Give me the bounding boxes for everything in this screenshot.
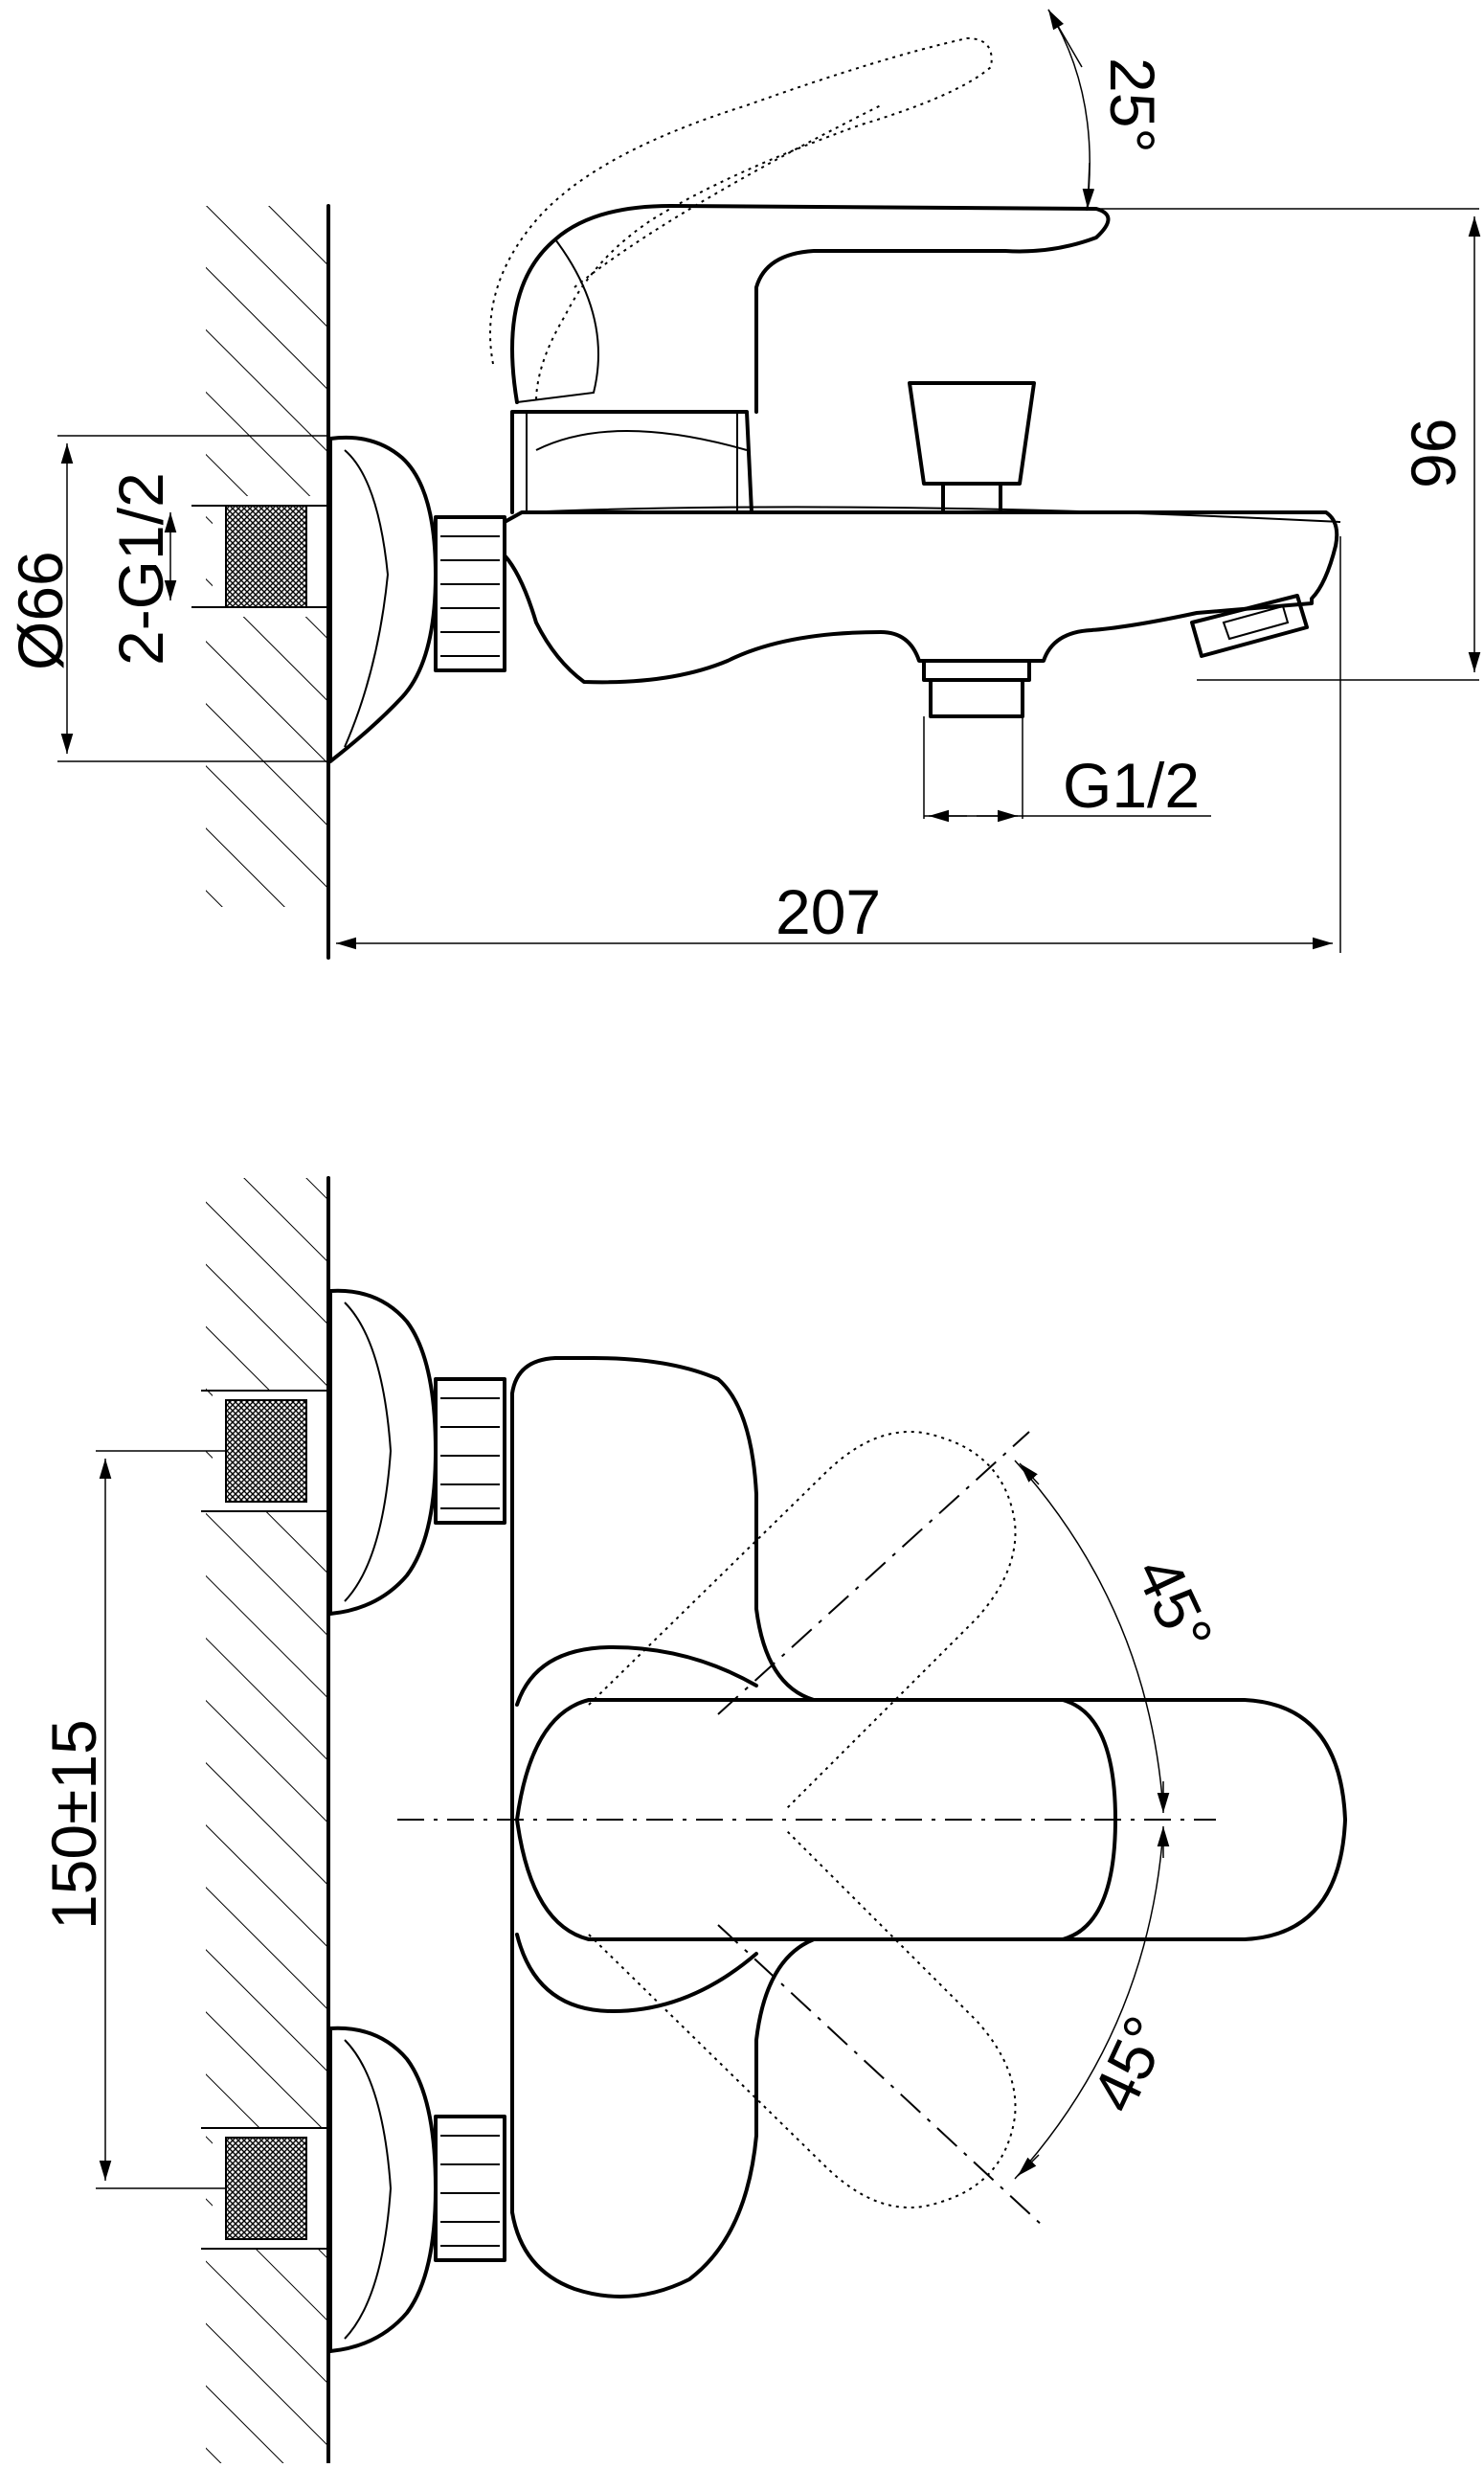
diverter-knob [908,381,1036,514]
nut-upper [434,1377,506,1525]
lever-rotated-up [588,1431,1017,1811]
hex-nut [434,515,506,672]
flange-lower [328,2026,438,2353]
centerline-up [717,1431,1030,1715]
centers-label: 150±15 [38,1719,109,1930]
top-dimension-lines [96,1450,1170,2189]
nut-lower [434,2115,506,2262]
lever-handle [510,204,1111,414]
inlet-thread-mesh [225,505,307,608]
top-view: 150±15 45° 45° [38,1176,1347,2465]
centerline-down [717,1924,1045,2228]
height-label: 96 [1398,419,1469,488]
side-view: 25° 96 Ø66 2-G1/2 G1/2 207 [5,9,1481,960]
flange-upper [328,1288,438,1616]
lever-raised-outline [489,36,993,403]
inlet-mesh-upper [225,1399,307,1503]
inlet-thread-label: 2-G1/2 [105,472,176,666]
aerator [1190,594,1309,658]
angle-lever-label: 25° [1097,57,1168,153]
wall-hatch-lower [206,1176,330,2465]
outlet-thread-label: G1/2 [1063,750,1200,821]
flange-diameter-label: Ø66 [5,551,76,670]
mixer-body [503,510,1339,685]
total-length-label: 207 [776,876,881,947]
bottom-outlet [922,659,1031,718]
mixer-body-top [510,1356,1347,2298]
wall-flange [328,435,438,763]
lever-rotated-down [588,1828,1017,2208]
cartridge-housing [510,410,753,514]
dimension-lines [57,9,1481,953]
lever-top [515,1698,1117,1941]
angle-lower-label: 45° [1078,2005,1182,2122]
inlet-mesh-lower [225,2137,307,2240]
angle-upper-label: 45° [1122,1547,1226,1664]
